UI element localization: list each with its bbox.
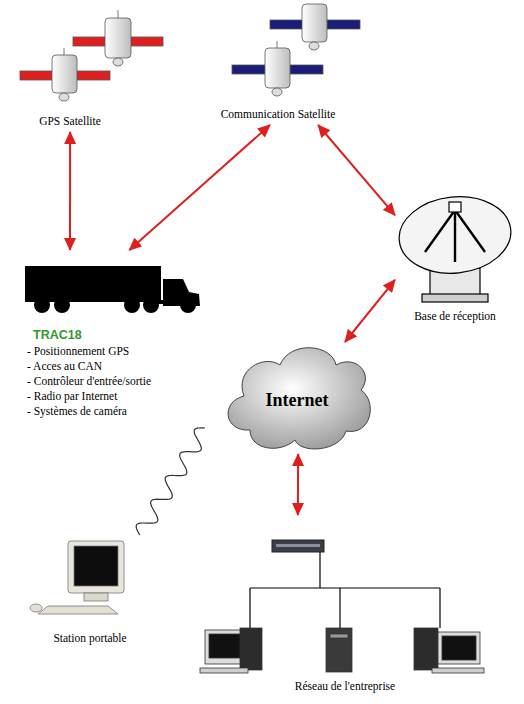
node-label: Station portable	[25, 632, 155, 645]
internet-cloud-node: Internet	[222, 342, 372, 454]
data-link-arrow	[69, 132, 71, 250]
gps-satellite-icon	[20, 10, 163, 101]
enterprise-network-node: Réseau de l'entreprise	[200, 515, 495, 700]
portable-station-node: Station portable	[25, 535, 160, 650]
network-switch	[272, 540, 324, 552]
enterprise-computers	[200, 628, 484, 673]
portable-station-icon	[30, 541, 124, 614]
feature-item: - Acces au CAN	[27, 360, 203, 373]
node-label: Base de réception	[395, 310, 515, 323]
gps-satellite-node: GPS Satellite	[15, 5, 160, 132]
data-link-arrow	[318, 125, 395, 215]
reception-base-node: Base de réception	[395, 198, 515, 330]
data-link-arrow	[297, 454, 299, 515]
data-link-arrow	[129, 125, 270, 250]
satellite-dish-icon	[395, 191, 514, 302]
feature-item: - Positionnement GPS	[27, 345, 203, 358]
lan-wiring	[250, 552, 440, 628]
communication-satellite-icon	[232, 4, 360, 96]
communication-satellite-node: Communication Satellite	[218, 5, 348, 125]
node-label: Réseau de l'entreprise	[200, 680, 490, 693]
node-heading: TRAC18	[33, 329, 203, 342]
feature-item: - Systèmes de caméra	[27, 405, 203, 418]
truck-node: TRAC18 - Positionnement GPS - Acces au CAN…	[25, 250, 205, 428]
truck-icon	[25, 266, 200, 313]
node-label: GPS Satellite	[15, 115, 125, 128]
wireless-link	[136, 428, 205, 535]
feature-item: - Contrôleur d'entrée/sortie	[27, 375, 203, 388]
feature-item: - Radio par Internet	[27, 390, 203, 403]
node-label: Internet	[222, 390, 372, 410]
node-label: Communication Satellite	[218, 108, 338, 121]
data-link-arrow	[345, 280, 395, 342]
